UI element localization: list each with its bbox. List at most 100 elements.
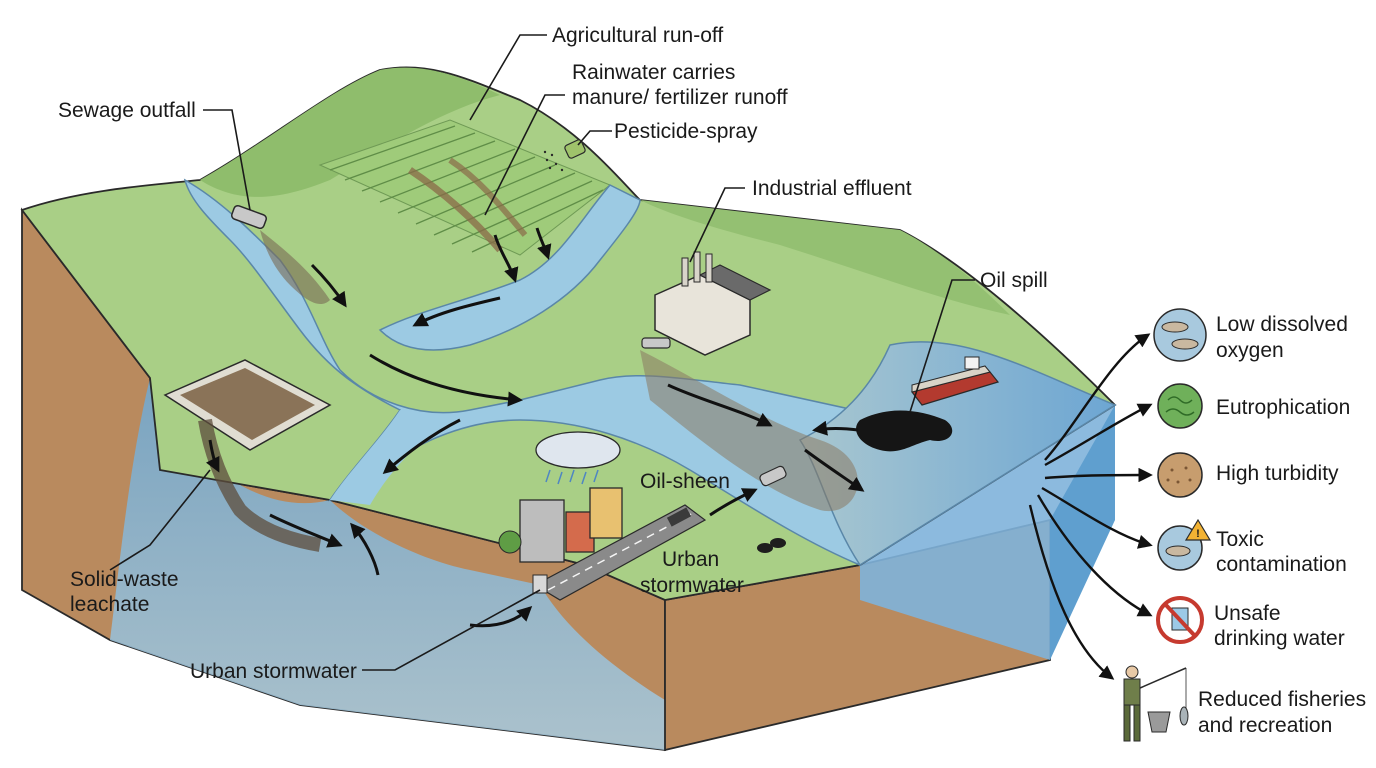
industrial-plume	[640, 350, 858, 512]
hill-shade-right	[640, 200, 1010, 315]
flow-arrow	[382, 418, 461, 474]
effect-reduced-fisheries-1: Reduced fisheries	[1198, 688, 1366, 711]
leader-line	[484, 94, 565, 216]
effect-toxic-contamination-2: contamination	[1216, 553, 1347, 576]
flow-arrow	[205, 439, 220, 473]
rain-drops	[545, 469, 599, 485]
effect-arrow	[1028, 504, 1115, 680]
label-agricultural-runoff: Agricultural run-off	[552, 24, 723, 47]
effect-arrows	[1028, 333, 1153, 680]
no-water-icon	[1156, 596, 1204, 644]
outfall-box	[532, 574, 548, 594]
label-urban-stormwater-bottom: Urban stormwater	[190, 660, 357, 683]
chimney-3	[705, 253, 713, 283]
landfill-waste	[180, 368, 315, 440]
chimney-2	[693, 251, 701, 283]
spray-mist	[543, 150, 564, 172]
flow-arrow	[535, 227, 552, 260]
leader-line	[109, 469, 211, 571]
effect-unsafe-drinking-water-2: drinking water	[1214, 627, 1345, 650]
terrain-block	[21, 207, 1115, 752]
leader-line	[577, 130, 612, 146]
effect-reduced-fisheries-2: and recreation	[1198, 714, 1332, 737]
manure-runoff-streak-2	[448, 157, 528, 237]
flow-arrow	[369, 353, 523, 407]
chimney-1	[681, 257, 689, 287]
label-rainwater-line2: manure/ fertilizer runoff	[572, 86, 788, 109]
label-oil-sheen: Oil-sheen	[640, 470, 730, 493]
svg-text:!: !	[1196, 528, 1200, 540]
leader-line	[469, 34, 547, 121]
sediment-icon	[1157, 452, 1203, 498]
flow-arrow	[269, 513, 343, 548]
label-oil-spill: Oil spill	[980, 269, 1048, 292]
pesticide-sprayer	[543, 139, 586, 172]
oil-slick	[856, 410, 953, 452]
label-solid-waste-2: leachate	[70, 593, 149, 616]
flow-arrow	[667, 383, 773, 427]
building-red	[565, 511, 595, 553]
oil-tanker	[856, 356, 1000, 452]
flow-arrow	[812, 420, 859, 436]
leader-line	[203, 109, 251, 211]
label-industrial-effluent: Industrial effluent	[752, 177, 912, 200]
effect-arrow	[1044, 403, 1153, 467]
effluent-pipe	[641, 337, 671, 349]
building-yellow	[589, 487, 623, 539]
label-solid-waste-1: Solid-waste	[70, 568, 179, 591]
effect-arrow	[1044, 333, 1151, 461]
tire-2	[770, 538, 786, 548]
effect-high-turbidity: High turbidity	[1216, 462, 1339, 485]
warning-fish-icon: !	[1157, 518, 1212, 571]
algae-icon	[1157, 383, 1203, 429]
hill-shade	[200, 67, 500, 197]
leader-line	[362, 589, 541, 671]
effect-arrow	[1041, 486, 1153, 549]
effect-low-dissolved-oxygen-1: Low dissolved	[1216, 313, 1348, 336]
effect-toxic-contamination-1: Toxic	[1216, 528, 1264, 551]
flow-arrow	[310, 263, 347, 308]
factory-roof	[698, 264, 772, 301]
label-urban-stormwater-inner-2: stormwater	[640, 574, 744, 597]
flow-arrow	[709, 488, 758, 517]
building-grey	[519, 499, 565, 563]
fisherman-icon	[1123, 665, 1189, 742]
effect-arrow	[1036, 494, 1153, 617]
factory	[641, 251, 772, 356]
manure-runoff-streak	[408, 167, 503, 253]
effect-unsafe-drinking-water-1: Unsafe	[1214, 602, 1281, 625]
label-sewage-outfall: Sewage outfall	[58, 99, 196, 122]
sewage-pipe	[231, 204, 267, 230]
sea-surface	[798, 341, 1117, 567]
stormwater-pipe	[759, 465, 787, 487]
river-system	[183, 178, 1117, 567]
sewage-plume	[260, 230, 330, 305]
effect-icons: !	[1123, 308, 1212, 742]
leader-lines	[109, 34, 975, 671]
flow-arrows	[205, 227, 865, 628]
sprayer-bottle	[564, 139, 586, 159]
label-pesticide-spray: Pesticide-spray	[614, 120, 758, 143]
front-channel	[330, 410, 450, 505]
sea-right-face	[1050, 405, 1115, 660]
label-rainwater-line1: Rainwater carries	[572, 61, 735, 84]
leader-line	[909, 279, 975, 413]
effect-labels: Low dissolved oxygen Eutrophication High…	[1198, 313, 1366, 737]
top-river	[378, 184, 641, 351]
rain-cloud	[535, 431, 621, 469]
pipe-body	[231, 204, 267, 230]
storm-drain-grate	[666, 507, 692, 527]
effect-low-dissolved-oxygen-2: oxygen	[1216, 339, 1284, 362]
flow-arrow	[412, 296, 501, 327]
tire	[757, 543, 773, 553]
fish-icon	[1153, 308, 1207, 362]
urban-area	[498, 431, 787, 601]
tree	[498, 530, 522, 554]
flow-arrow	[804, 448, 865, 492]
diagram-labels: Agricultural run-off Rainwater carries m…	[58, 24, 1048, 683]
leader-line	[689, 187, 745, 263]
tanker-bridge	[964, 356, 980, 370]
front-water-face	[110, 378, 665, 750]
effect-eutrophication: Eutrophication	[1216, 396, 1350, 419]
